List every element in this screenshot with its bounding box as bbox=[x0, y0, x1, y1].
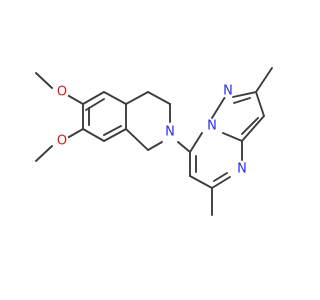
bond bbox=[255, 67, 273, 93]
atom-o-lower-bg bbox=[55, 134, 69, 148]
atom-o-upper: O bbox=[55, 85, 69, 100]
atom-n-ring: N bbox=[163, 125, 177, 140]
bond bbox=[211, 96, 226, 119]
molecule-canvas: N N N N O O bbox=[35, 67, 273, 216]
atom-n-pyrazole: N bbox=[221, 84, 235, 99]
atom-o-lower: O bbox=[55, 134, 69, 149]
atom-n-pyrazole-bg bbox=[221, 84, 235, 98]
atom-n-pyrimidine-label: N bbox=[237, 162, 247, 177]
molecule-diagram: N N N N O O bbox=[35, 67, 273, 216]
bond bbox=[232, 91, 257, 98]
atom-n-bridge-label: N bbox=[207, 119, 217, 134]
bond bbox=[103, 125, 122, 136]
bond bbox=[103, 91, 127, 105]
bond bbox=[189, 132, 203, 153]
bond bbox=[213, 172, 228, 182]
bond bbox=[125, 128, 149, 151]
atom-o-lower-label: O bbox=[57, 134, 67, 149]
bond bbox=[211, 176, 231, 189]
bond bbox=[35, 72, 53, 89]
bond bbox=[147, 141, 163, 151]
bonds bbox=[35, 67, 273, 216]
bond bbox=[103, 128, 127, 142]
atoms: N N N N O O bbox=[55, 84, 249, 177]
bond bbox=[233, 97, 251, 104]
bond bbox=[189, 175, 213, 189]
atom-n-bridge-bg bbox=[205, 119, 219, 133]
bond bbox=[222, 132, 243, 142]
bond bbox=[125, 91, 149, 105]
bond bbox=[241, 115, 265, 142]
bond bbox=[147, 91, 171, 105]
atom-n-ring-label: N bbox=[165, 125, 175, 140]
atom-o-upper-label: O bbox=[57, 85, 67, 100]
bond bbox=[241, 117, 259, 135]
atom-n-ring-bg bbox=[163, 125, 177, 139]
atom-n-pyrazole-label: N bbox=[223, 84, 233, 99]
bond bbox=[35, 145, 53, 162]
atom-n-pyrimidine: N bbox=[235, 162, 249, 177]
atom-n-bridge: N bbox=[205, 119, 219, 134]
bond bbox=[177, 141, 191, 153]
bond bbox=[255, 91, 265, 117]
bond bbox=[82, 91, 105, 105]
atom-o-upper-bg bbox=[55, 85, 69, 99]
bond bbox=[82, 128, 105, 142]
atom-n-pyrimidine-bg bbox=[235, 162, 249, 176]
